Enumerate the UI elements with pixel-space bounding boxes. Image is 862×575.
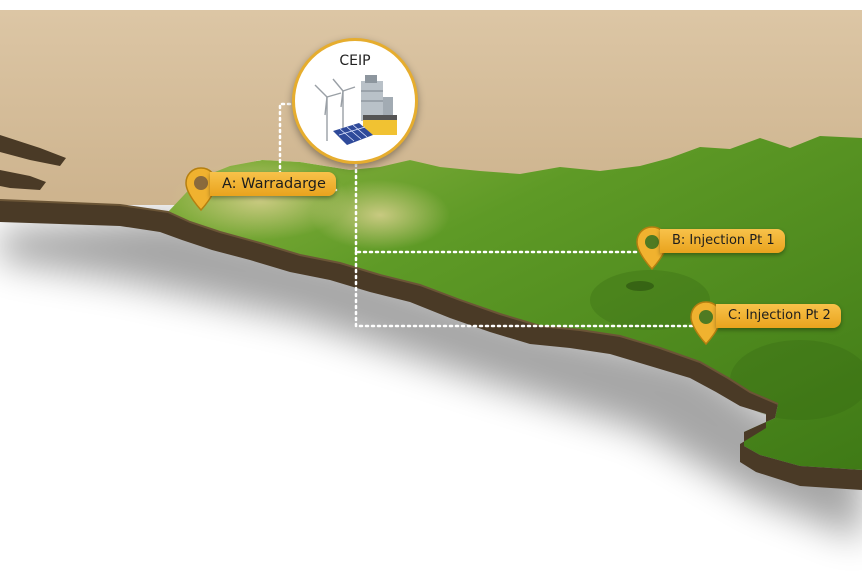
marker-label-warradarge[interactable]: A: Warradarge	[210, 172, 336, 196]
marker-label-injection-1[interactable]: B: Injection Pt 1	[660, 229, 785, 253]
wind-turbine-icon	[314, 78, 356, 141]
marker-label-injection-2[interactable]: C: Injection Pt 2	[716, 304, 841, 328]
land-shadow	[0, 215, 862, 540]
solar-panel-icon	[333, 123, 373, 145]
pin-shadow	[626, 281, 654, 291]
grass-light-patch	[310, 180, 450, 250]
ceip-facility-badge[interactable]: CEIP	[292, 38, 418, 164]
inlet-cliff-2	[0, 170, 46, 190]
sand-region	[0, 10, 862, 205]
inlet-cliff-1	[0, 135, 66, 166]
connector-to-injection-2	[354, 250, 696, 328]
processing-plant-icon	[361, 75, 397, 135]
connector-to-injection-1	[354, 162, 642, 254]
ceip-illustration	[314, 75, 397, 145]
ceip-title: CEIP	[339, 53, 371, 69]
cliff-highlight	[0, 199, 779, 405]
grass-dark-patch	[590, 270, 710, 330]
map-pin-icon[interactable]	[635, 225, 669, 271]
coastline-cliff	[0, 200, 862, 490]
